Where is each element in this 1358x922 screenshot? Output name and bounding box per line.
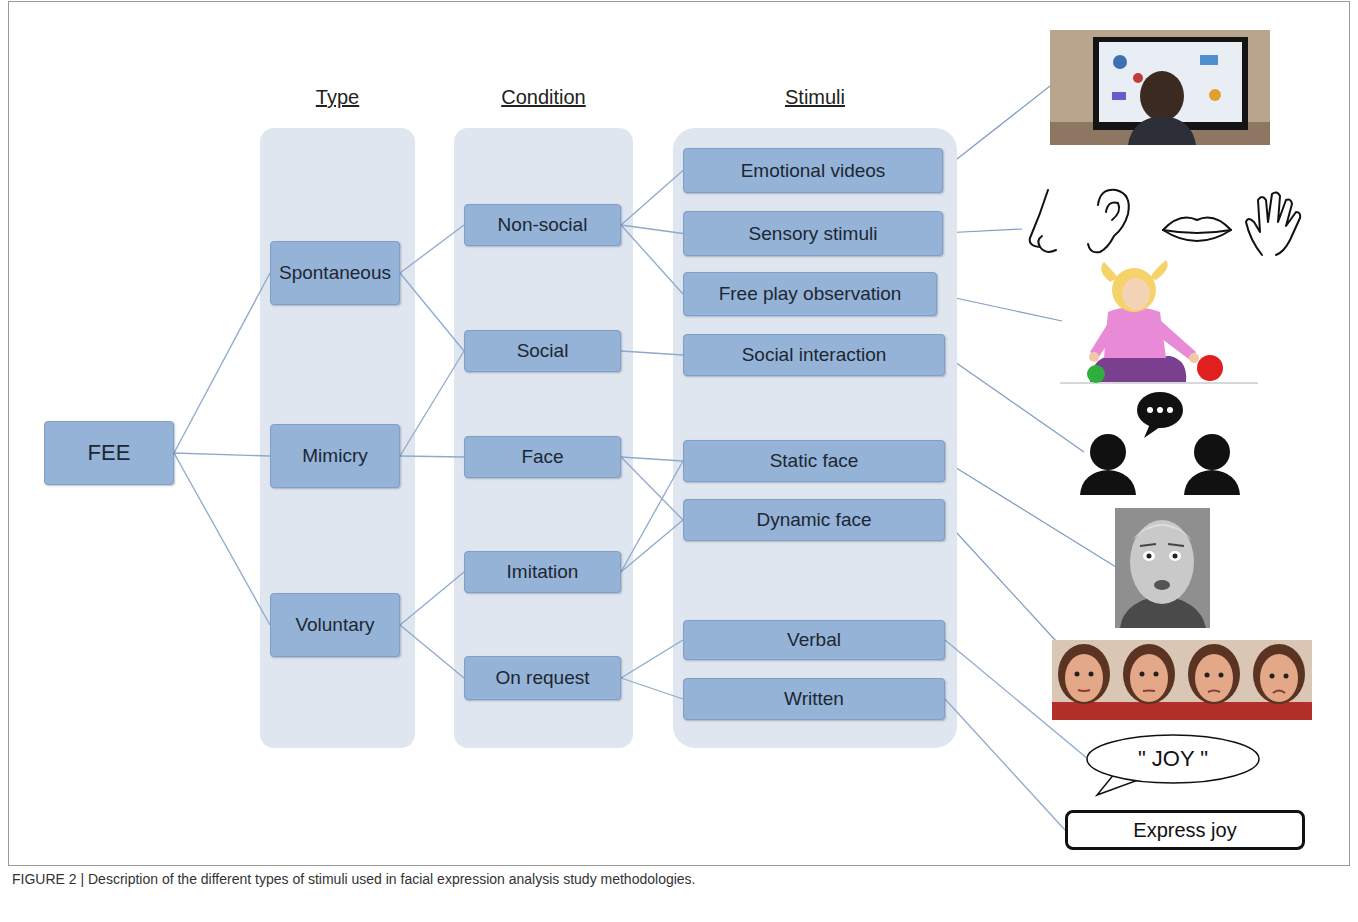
connector-line xyxy=(945,699,1065,830)
figure-caption: FIGURE 2 | Description of the different … xyxy=(12,871,695,887)
category-box: Voluntary xyxy=(270,593,400,657)
box-label: Spontaneous xyxy=(279,262,391,284)
category-box: Verbal xyxy=(683,620,945,660)
box-label: Face xyxy=(521,446,563,468)
category-box: Mimicry xyxy=(270,424,400,488)
box-label: Verbal xyxy=(787,629,841,651)
box-label: Social interaction xyxy=(742,344,887,366)
box-label: Dynamic face xyxy=(756,509,871,531)
text-card: Express joy xyxy=(1065,810,1305,850)
category-box: Written xyxy=(683,678,945,720)
category-box: On request xyxy=(464,656,621,700)
box-label: Social xyxy=(517,340,569,362)
bubble-label: " JOY " xyxy=(1085,733,1261,785)
root-box: FEE xyxy=(44,421,174,485)
category-box: Free play observation xyxy=(683,272,937,316)
speech-bubble: " JOY " xyxy=(1085,733,1261,797)
box-label: Sensory stimuli xyxy=(749,223,878,245)
column-heading: Stimuli xyxy=(673,86,957,109)
box-label: Written xyxy=(784,688,844,710)
box-label: Mimicry xyxy=(302,445,367,467)
box-label: Imitation xyxy=(507,561,579,583)
connector-line xyxy=(174,453,270,456)
connector-line xyxy=(174,453,270,625)
column-band: StimuliEmotional videosSensory stimuliFr… xyxy=(673,128,957,748)
category-box: Spontaneous xyxy=(270,241,400,305)
column-heading: Type xyxy=(260,86,415,109)
column-heading: Condition xyxy=(454,86,633,109)
column-band: TypeSpontaneousMimicryVoluntary xyxy=(260,128,415,748)
box-label: Static face xyxy=(770,450,859,472)
box-label: On request xyxy=(496,667,590,689)
card-label: Express joy xyxy=(1133,819,1236,842)
connector-line xyxy=(945,640,1088,759)
column-band: ConditionNon-socialSocialFaceImitationOn… xyxy=(454,128,633,748)
category-box: Dynamic face xyxy=(683,499,945,541)
category-box: Static face xyxy=(683,440,945,482)
connector-line xyxy=(174,273,270,453)
category-box: Emotional videos xyxy=(683,148,943,193)
box-label: Free play observation xyxy=(719,283,902,305)
category-box: Social interaction xyxy=(683,334,945,376)
category-box: Imitation xyxy=(464,551,621,593)
category-box: Face xyxy=(464,436,621,478)
box-label: Voluntary xyxy=(295,614,374,636)
category-box: Non-social xyxy=(464,204,621,246)
box-label: Emotional videos xyxy=(741,160,886,182)
category-box: Sensory stimuli xyxy=(683,211,943,256)
category-box: Social xyxy=(464,330,621,372)
box-label: FEE xyxy=(88,440,131,466)
box-label: Non-social xyxy=(498,214,588,236)
